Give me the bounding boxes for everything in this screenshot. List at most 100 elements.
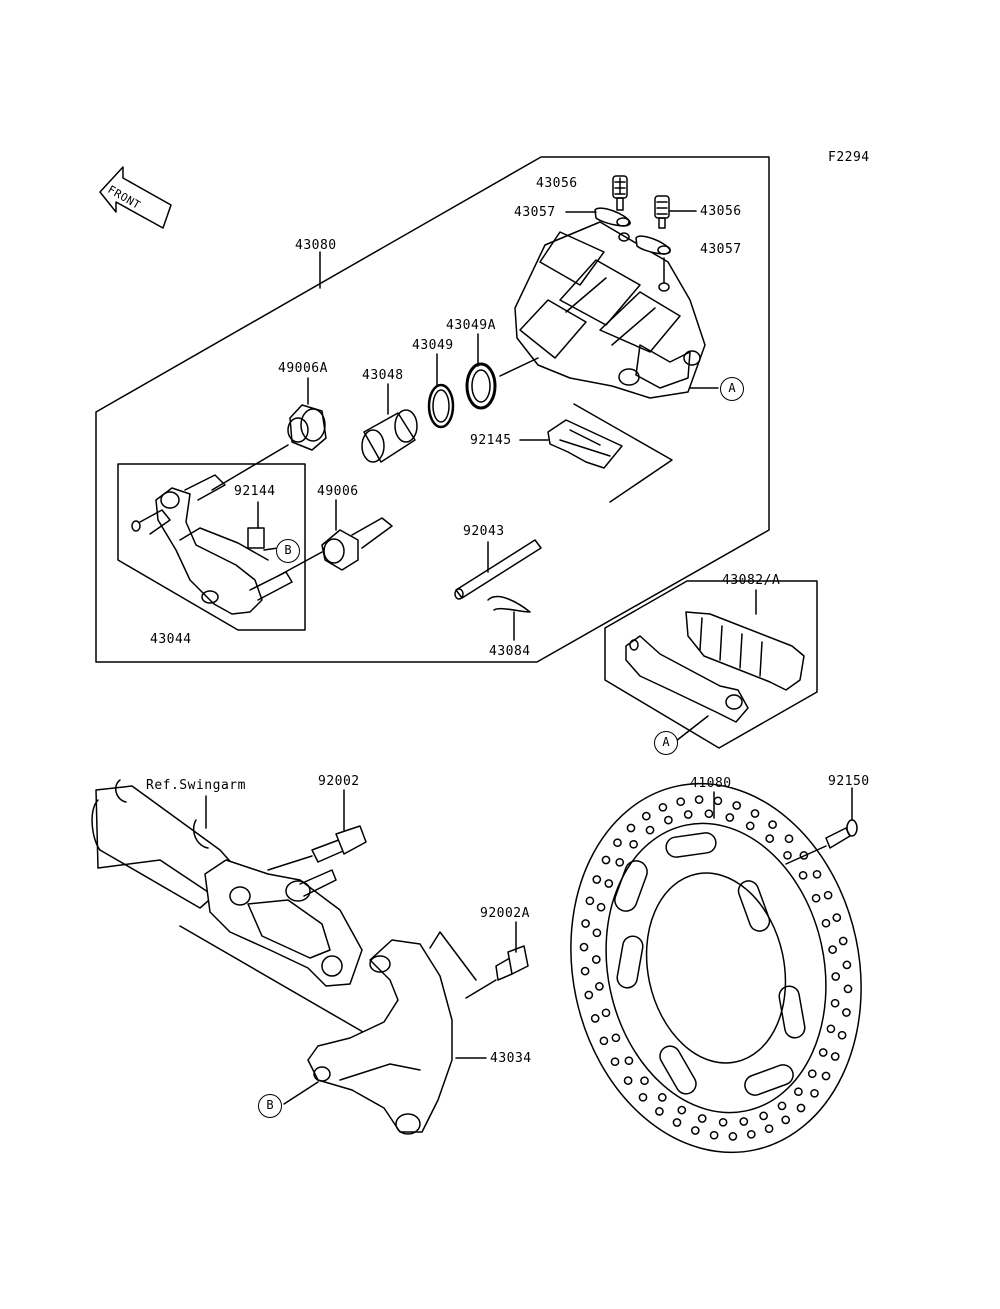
bleed-valve-right: [654, 195, 670, 229]
disc-hole: [784, 834, 794, 844]
bolt-92002A: [495, 945, 529, 981]
disc-hole: [837, 1030, 847, 1040]
bracket-bracket: [429, 931, 477, 981]
figure-code: F2294: [828, 150, 870, 165]
caliper-pin: [454, 539, 542, 600]
disc-hole: [783, 850, 792, 860]
disc-hole: [624, 1056, 634, 1066]
label-49006: 49006: [317, 484, 359, 499]
brake-pad-rear: [685, 611, 805, 691]
label-92002: 92002: [318, 774, 360, 789]
front-arrow-icon: [99, 166, 172, 229]
disc-hole: [838, 936, 848, 946]
disc-hole: [709, 1130, 719, 1140]
disc-hole: [613, 838, 622, 848]
disc-hole: [739, 1117, 749, 1126]
disc-hole: [811, 893, 821, 903]
disc-hole: [640, 1076, 649, 1086]
disc-hole: [601, 1008, 611, 1018]
boot-large: [287, 404, 327, 451]
caliper-assembly-outline: [95, 156, 770, 663]
disc-hole: [626, 823, 636, 833]
pads-outline: [604, 580, 818, 749]
torque-link: [307, 939, 453, 1135]
explode-line-4: [573, 403, 673, 503]
brake-pad-front: [625, 635, 749, 723]
marker-b-holder: B: [276, 539, 300, 563]
leader-a-pad: [675, 715, 709, 742]
explode-line-2: [211, 444, 289, 491]
label-43080: 43080: [295, 238, 337, 253]
label-92150: 92150: [828, 774, 870, 789]
disc-hole: [796, 1103, 806, 1113]
disc-hole: [585, 896, 595, 906]
disc-hole: [821, 918, 831, 928]
label-92002A: 92002A: [480, 906, 530, 921]
disc-hole: [759, 1111, 768, 1121]
disc-hole: [664, 815, 673, 825]
bleed-cap-left: [594, 207, 631, 227]
disc-hole: [592, 875, 602, 884]
leader-b-bracket: [283, 1081, 319, 1105]
disc-hole: [676, 797, 686, 807]
disc-holes: [579, 795, 853, 1141]
disc-hole: [629, 839, 638, 849]
disc-hole: [826, 1024, 836, 1034]
label-43082-a: 43082/A: [722, 573, 781, 588]
disc-hole: [657, 1093, 667, 1102]
disc-hole: [746, 1129, 756, 1139]
boot-small: [321, 517, 393, 571]
disc-hole: [704, 809, 714, 819]
disc-hole: [818, 1048, 828, 1057]
disc-hole: [638, 1092, 648, 1102]
seal-dust: [465, 362, 497, 410]
disc-hole: [843, 984, 853, 994]
disc-hole: [732, 801, 742, 810]
disc-hole: [683, 810, 693, 819]
label-92145: 92145: [470, 433, 512, 448]
explode-line-3: [277, 551, 323, 577]
disc-hole: [812, 869, 822, 879]
disc-hole: [672, 1118, 682, 1127]
disc-hole: [831, 972, 841, 981]
explode-line-92150: [785, 845, 827, 865]
pin-clip-92144: [247, 527, 265, 549]
disc-hole: [581, 919, 590, 928]
disc-hole: [798, 870, 808, 880]
label-43057-left: 43057: [514, 205, 556, 220]
disc-hole: [799, 851, 809, 860]
disc-hole: [658, 802, 668, 812]
disc-hole: [697, 1114, 707, 1123]
disc-hole: [718, 1117, 728, 1127]
disc-hole: [821, 1071, 831, 1081]
disc-hole: [794, 1087, 803, 1097]
disc-hole: [823, 890, 833, 900]
caliper-holder: [131, 474, 293, 615]
disc-hole: [579, 942, 589, 952]
disc-hole: [611, 1033, 621, 1043]
disc-slots: [614, 832, 806, 1096]
disc-hole: [677, 1105, 687, 1115]
brake-disc: [570, 782, 862, 1154]
marker-a-caliper: A: [720, 377, 744, 401]
disc-hole: [765, 834, 775, 843]
holder-assembly-outline: [117, 463, 306, 631]
seal-piston: [427, 383, 455, 429]
disc-hole: [655, 1107, 664, 1116]
explode-line-1: [499, 357, 539, 377]
label-43049: 43049: [412, 338, 454, 353]
pin-clip-43084: [487, 595, 531, 613]
disc-hole: [641, 811, 651, 821]
disc-hole: [781, 1115, 791, 1125]
disc-hole: [595, 982, 604, 991]
disc-hole: [830, 998, 840, 1008]
disc-hole: [764, 1124, 774, 1134]
marker-b-bracket: B: [258, 1094, 282, 1118]
disc-hole: [842, 1008, 851, 1017]
caliper-body: [514, 221, 706, 399]
label-43084: 43084: [489, 644, 531, 659]
disc-hole: [615, 857, 625, 867]
disc-hole: [830, 1052, 840, 1061]
disc-hole: [842, 960, 852, 970]
